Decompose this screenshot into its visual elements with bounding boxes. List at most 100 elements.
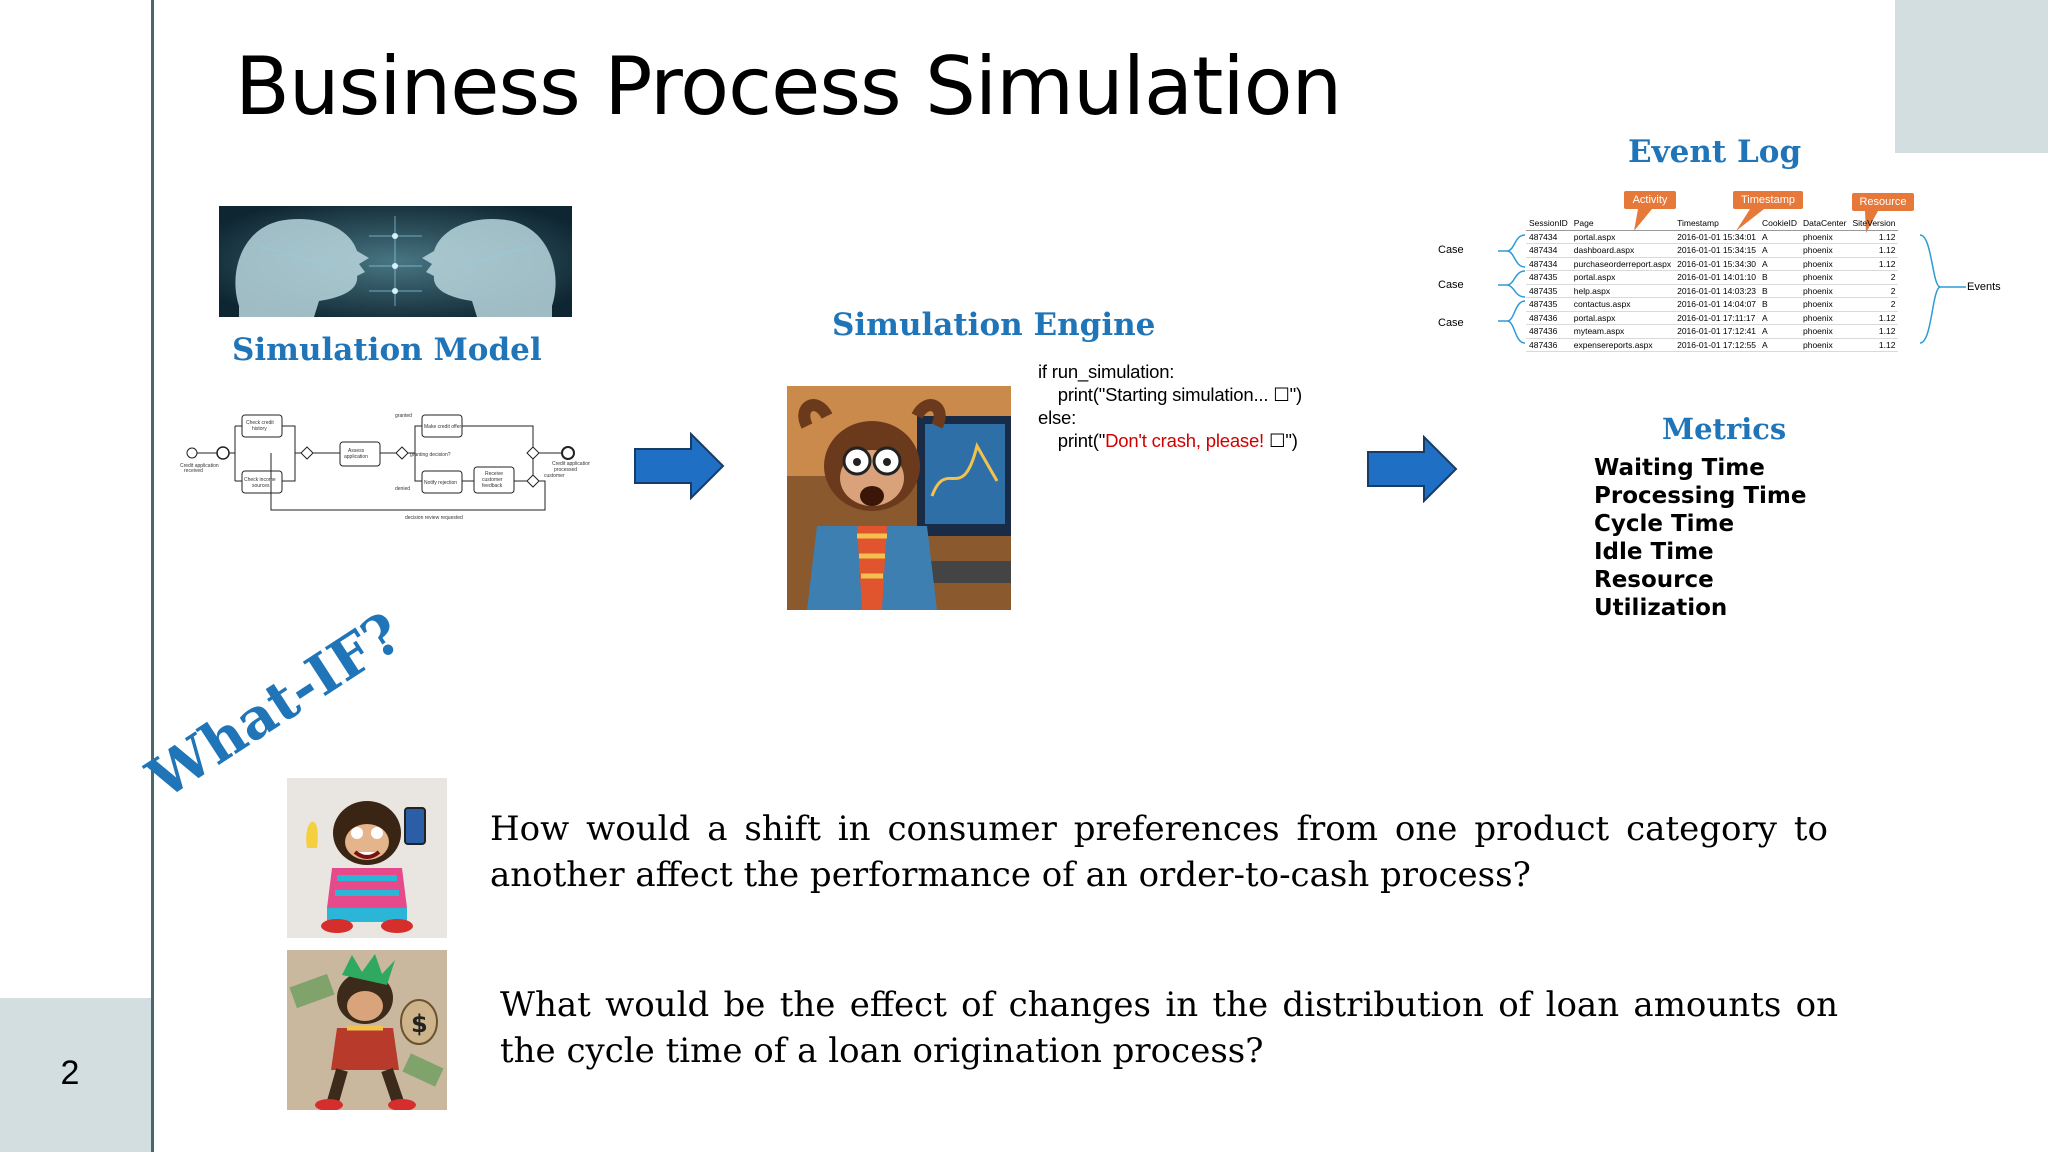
- table-cell: contactus.aspx: [1570, 297, 1675, 312]
- table-cell: B: [1759, 297, 1800, 312]
- table-cell: 1.12: [1849, 311, 1899, 325]
- code-snippet: if run_simulation: print("Starting simul…: [1038, 360, 1302, 452]
- svg-text:Credit application: Credit application: [180, 463, 219, 469]
- code-string-red: Don't crash, please!: [1105, 430, 1265, 451]
- metric-item: Utilization: [1594, 595, 1728, 621]
- simulation-engine-label: Simulation Engine: [832, 307, 1156, 343]
- svg-text:granting decision?: granting decision?: [410, 452, 451, 458]
- table-header: SiteVersion: [1849, 217, 1899, 231]
- events-label: Events: [1967, 281, 2001, 293]
- timestamp-tag: Timestamp: [1733, 191, 1803, 209]
- table-cell: 2: [1849, 284, 1899, 298]
- svg-text:received: received: [184, 468, 203, 474]
- code-line: print("Starting simulation... ☐"): [1038, 384, 1302, 405]
- table-header: Timestamp: [1674, 217, 1760, 231]
- svg-text:Make credit offer: Make credit offer: [424, 424, 461, 430]
- table-cell: 487435: [1526, 270, 1571, 285]
- svg-text:Check income: Check income: [244, 477, 276, 483]
- table-cell: B: [1759, 284, 1800, 298]
- code-text: ☐"): [1264, 430, 1298, 451]
- simulation-model-label: Simulation Model: [232, 332, 542, 368]
- case-label: Case: [1438, 279, 1464, 291]
- svg-text:granted: granted: [395, 413, 412, 419]
- svg-text:$: $: [411, 1010, 428, 1038]
- table-cell: 1.12: [1849, 257, 1899, 271]
- left-footer-panel: [0, 998, 151, 1152]
- table-cell: 2016-01-01 15:34:01: [1674, 230, 1760, 244]
- table-cell: phoenix: [1800, 338, 1850, 352]
- table-cell: A: [1759, 324, 1800, 339]
- table-cell: A: [1759, 311, 1800, 325]
- table-cell: 487434: [1526, 230, 1571, 244]
- table-cell: 487434: [1526, 257, 1571, 271]
- table-cell: phoenix: [1800, 297, 1850, 312]
- svg-text:Receive: Receive: [485, 471, 503, 477]
- table-cell: 2: [1849, 297, 1899, 312]
- table-cell: phoenix: [1800, 243, 1850, 258]
- activity-tag: Activity: [1624, 191, 1676, 209]
- monkey-money-image: $: [287, 950, 447, 1110]
- table-cell: portal.aspx: [1570, 270, 1675, 285]
- code-line: if run_simulation:: [1038, 361, 1175, 382]
- table-cell: phoenix: [1800, 311, 1850, 325]
- svg-text:decision review requested: decision review requested: [405, 515, 463, 521]
- case-label: Case: [1438, 317, 1464, 329]
- metric-item: Processing Time: [1594, 483, 1807, 509]
- table-header: Page: [1570, 217, 1675, 231]
- table-cell: dashboard.aspx: [1570, 243, 1675, 258]
- table-cell: 2016-01-01 17:12:55: [1674, 338, 1760, 352]
- metric-item: Waiting Time: [1594, 455, 1765, 481]
- svg-text:feedback: feedback: [482, 483, 503, 489]
- table-cell: A: [1759, 338, 1800, 352]
- table-cell: 487436: [1526, 324, 1571, 339]
- what-if-question-2: What would be the effect of changes in t…: [500, 985, 1838, 1071]
- metric-item: Cycle Time: [1594, 511, 1735, 537]
- table-cell: phoenix: [1800, 284, 1850, 298]
- metrics-label: Metrics: [1662, 412, 1787, 446]
- svg-text:application: application: [344, 454, 368, 460]
- event-log-label: Event Log: [1628, 134, 1802, 170]
- table-cell: portal.aspx: [1570, 230, 1675, 244]
- event-log-brackets: [1498, 234, 1966, 344]
- table-cell: 1.12: [1849, 324, 1899, 339]
- left-sidebar: [0, 0, 154, 1152]
- svg-text:Assess: Assess: [348, 448, 365, 454]
- case-label: Case: [1438, 244, 1464, 256]
- table-cell: A: [1759, 243, 1800, 258]
- table-cell: portal.aspx: [1570, 311, 1675, 325]
- table-cell: 2016-01-01 17:12:41: [1674, 324, 1760, 339]
- svg-text:sources: sources: [252, 483, 270, 489]
- table-cell: help.aspx: [1570, 284, 1675, 298]
- table-header: CookieID: [1759, 217, 1800, 231]
- table-cell: 2016-01-01 17:11:17: [1674, 311, 1760, 325]
- table-cell: 2016-01-01 14:01:10: [1674, 270, 1760, 285]
- table-header: DataCenter: [1800, 217, 1850, 231]
- tag-pointers: [1634, 209, 1878, 233]
- table-cell: phoenix: [1800, 324, 1850, 339]
- table-cell: phoenix: [1800, 230, 1850, 244]
- svg-text:denied: denied: [395, 486, 410, 492]
- metric-item: Resource: [1594, 567, 1714, 593]
- svg-text:Check credit: Check credit: [246, 420, 274, 426]
- table-cell: phoenix: [1800, 257, 1850, 271]
- table-cell: 487434: [1526, 243, 1571, 258]
- table-cell: 2016-01-01 14:03:23: [1674, 284, 1760, 298]
- arrow-right-icon: [633, 431, 726, 501]
- resource-tag: Resource: [1852, 193, 1914, 211]
- table-cell: A: [1759, 257, 1800, 271]
- metrics-list: Waiting Time Processing Time Cycle Time …: [1594, 454, 1806, 622]
- table-cell: expensereports.aspx: [1570, 338, 1675, 352]
- what-if-question-1: How would a shift in consumer preference…: [490, 809, 1828, 895]
- ai-heads-image: [219, 206, 572, 317]
- table-cell: 2016-01-01 15:34:30: [1674, 257, 1760, 271]
- table-cell: 2016-01-01 15:34:15: [1674, 243, 1760, 258]
- table-cell: purchaseorderreport.aspx: [1570, 257, 1675, 271]
- event-log-table: SessionID Page Timestamp CookieID DataCe…: [1526, 217, 1899, 352]
- svg-text:customer: customer: [544, 473, 565, 479]
